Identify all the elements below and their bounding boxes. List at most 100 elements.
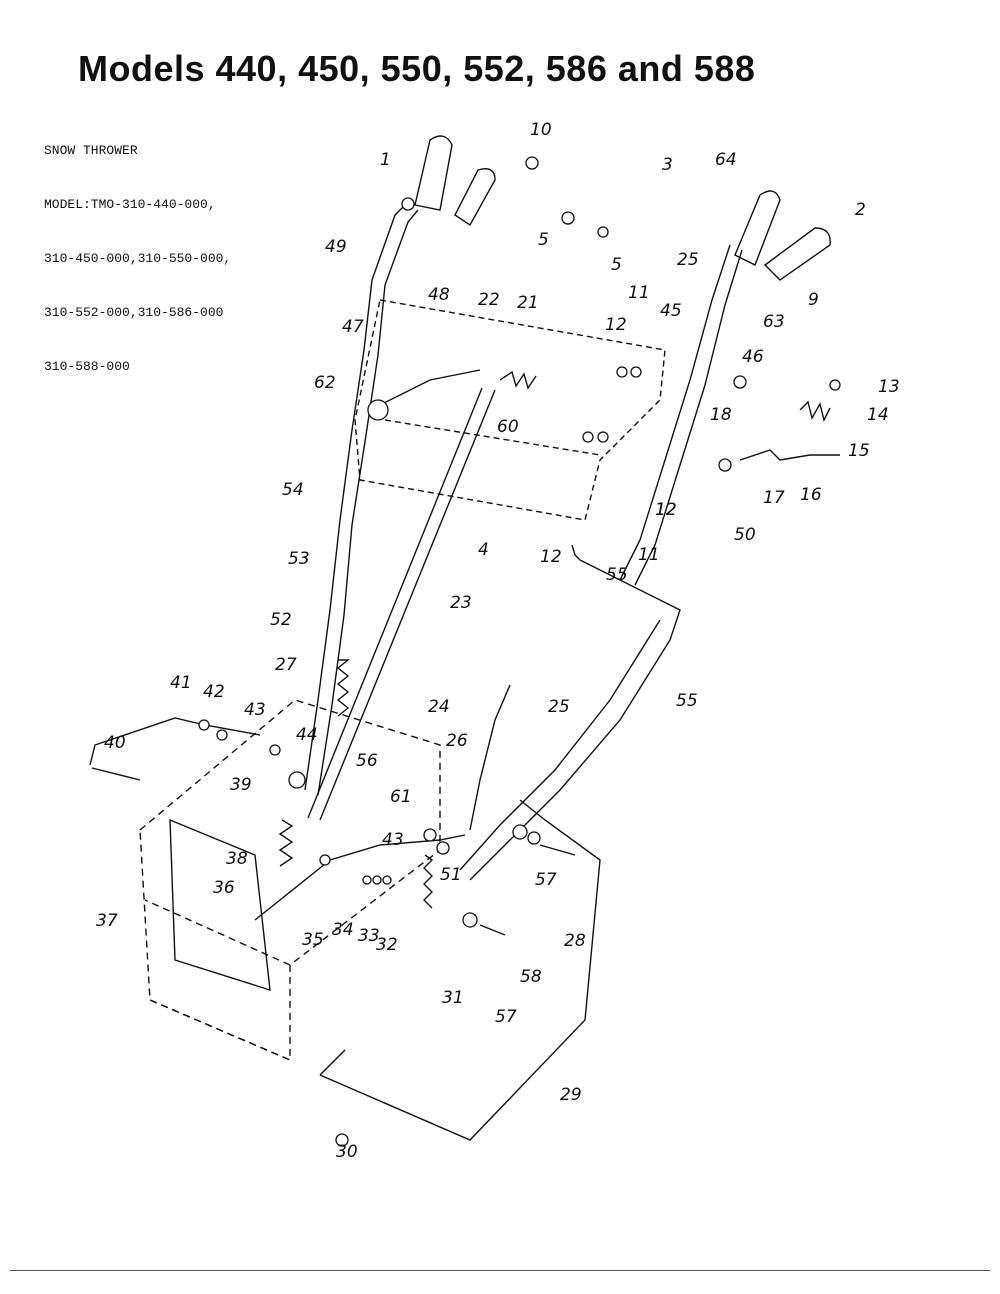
callout-23: 23 <box>450 593 472 613</box>
callout-2: 2 <box>855 200 866 220</box>
callout-26: 26 <box>446 731 468 751</box>
callout-5: 5 <box>538 230 549 250</box>
callout-48: 48 <box>428 285 450 305</box>
callout-12c: 12 <box>540 547 562 567</box>
callout-57b: 57 <box>495 1007 517 1027</box>
callout-56: 56 <box>356 751 378 771</box>
callout-43b: 43 <box>382 830 404 850</box>
callout-11: 11 <box>628 283 650 303</box>
callout-41: 41 <box>170 673 192 693</box>
right-grip <box>734 190 781 266</box>
callout-15: 15 <box>848 441 870 461</box>
control-panel <box>354 299 666 521</box>
callout-45: 45 <box>660 301 682 321</box>
callout-33: 33 <box>358 926 380 946</box>
spring-22 <box>499 370 537 390</box>
callout-32: 32 <box>376 935 398 955</box>
drawing-lines <box>89 135 840 1141</box>
right-handle <box>619 244 731 581</box>
spring-14 <box>799 400 831 423</box>
bolt-28 <box>539 844 576 856</box>
housing <box>139 699 441 1062</box>
callout-34: 34 <box>332 920 354 940</box>
spring-27 <box>336 659 350 717</box>
bracket-37 <box>169 818 271 991</box>
info-line: MODEL:TMO-310-440-000, <box>44 197 216 212</box>
callout-62: 62 <box>314 373 336 393</box>
callout-4: 4 <box>478 540 489 560</box>
left-grip <box>414 135 453 211</box>
shift-rod <box>319 389 496 821</box>
left-handle-inner <box>317 209 419 796</box>
callout-49: 49 <box>325 237 347 257</box>
callout-61: 61 <box>390 787 412 807</box>
callout-42: 42 <box>203 682 225 702</box>
callout-55b: 55 <box>676 691 698 711</box>
callout-27: 27 <box>275 655 297 675</box>
callout-10: 10 <box>530 120 552 140</box>
callout-37: 37 <box>96 911 118 931</box>
callout-5b: 5 <box>611 255 622 275</box>
info-line: SNOW THROWER <box>44 143 138 158</box>
cable-25 <box>469 684 511 831</box>
callout-46: 46 <box>742 347 764 367</box>
callout-47: 47 <box>342 317 364 337</box>
callout-25: 25 <box>677 250 699 270</box>
callout-44: 44 <box>296 725 318 745</box>
shift-arm <box>254 834 466 921</box>
rod-40 <box>89 717 261 766</box>
info-line: 310-552-000,310-586-000 <box>44 305 224 320</box>
spring-36 <box>278 819 294 867</box>
callout-18: 18 <box>710 405 732 425</box>
callout-64: 64 <box>715 150 737 170</box>
callout-13: 13 <box>878 377 900 397</box>
model-info: SNOW THROWER MODEL:TMO-310-440-000, 310-… <box>44 106 231 394</box>
left-handle <box>304 204 406 791</box>
callout-21: 21 <box>517 293 539 313</box>
callout-28: 28 <box>564 931 586 951</box>
bolt-58 <box>479 924 506 936</box>
spring-31 <box>423 854 434 909</box>
callout-9: 9 <box>808 290 819 310</box>
callout-12d: 12 <box>655 500 677 520</box>
callout-31: 31 <box>442 988 464 1008</box>
callout-51: 51 <box>440 865 462 885</box>
callout-14: 14 <box>867 405 889 425</box>
callout-53: 53 <box>288 549 310 569</box>
callout-17: 17 <box>763 488 785 508</box>
callout-39: 39 <box>230 775 252 795</box>
callout-12: 12 <box>605 315 627 335</box>
right-grip-2 <box>763 227 831 281</box>
callout-58: 58 <box>520 967 542 987</box>
callout-30: 30 <box>336 1142 358 1162</box>
callout-29: 29 <box>560 1085 582 1105</box>
callout-11b: 11 <box>638 545 660 565</box>
bottom-rule <box>10 1270 990 1271</box>
callout-labels: 1 2 3 4 5 5 9 10 11 11 12 12 12 12 13 14… <box>96 120 900 1162</box>
plate-29 <box>319 799 601 1141</box>
callout-3: 3 <box>662 155 673 175</box>
callout-36: 36 <box>213 878 235 898</box>
callout-22: 22 <box>478 290 500 310</box>
info-line: 310-450-000,310-550-000, <box>44 251 232 266</box>
right-handle-inner <box>634 249 743 586</box>
callout-63: 63 <box>763 312 785 332</box>
callout-25b: 25 <box>548 697 570 717</box>
callout-55: 55 <box>606 565 628 585</box>
rod-55 <box>469 559 681 881</box>
callout-38: 38 <box>226 849 248 869</box>
link-15 <box>739 449 840 461</box>
callout-24: 24 <box>428 697 450 717</box>
left-grip-2 <box>454 168 496 227</box>
callout-1: 1 <box>380 150 391 170</box>
callout-12b: 12 <box>655 500 677 520</box>
callout-16: 16 <box>800 485 822 505</box>
callout-43: 43 <box>244 700 266 720</box>
callout-35: 35 <box>302 930 324 950</box>
page-title: Models 440, 450, 550, 552, 586 and 588 <box>78 48 756 89</box>
callout-60: 60 <box>497 417 519 437</box>
callout-54: 54 <box>282 480 304 500</box>
callout-57: 57 <box>535 870 557 890</box>
hardware <box>198 156 841 1147</box>
